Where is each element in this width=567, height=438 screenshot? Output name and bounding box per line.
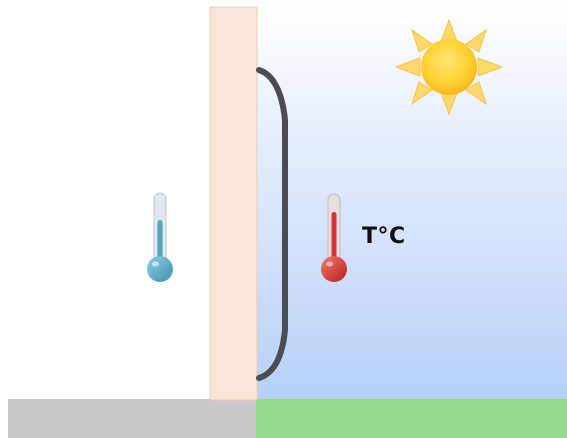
sun-icon <box>394 18 504 116</box>
outdoor-sky <box>256 0 567 401</box>
outdoor-grass <box>256 399 567 438</box>
cold-thermometer-icon <box>147 192 173 282</box>
curtain-layer <box>256 67 288 381</box>
outdoor-temperature-label: T°C <box>362 224 406 249</box>
wall <box>209 6 258 401</box>
warm-thermometer-icon <box>321 193 347 282</box>
indoor-floor <box>8 399 257 438</box>
indoor-area <box>0 0 210 400</box>
